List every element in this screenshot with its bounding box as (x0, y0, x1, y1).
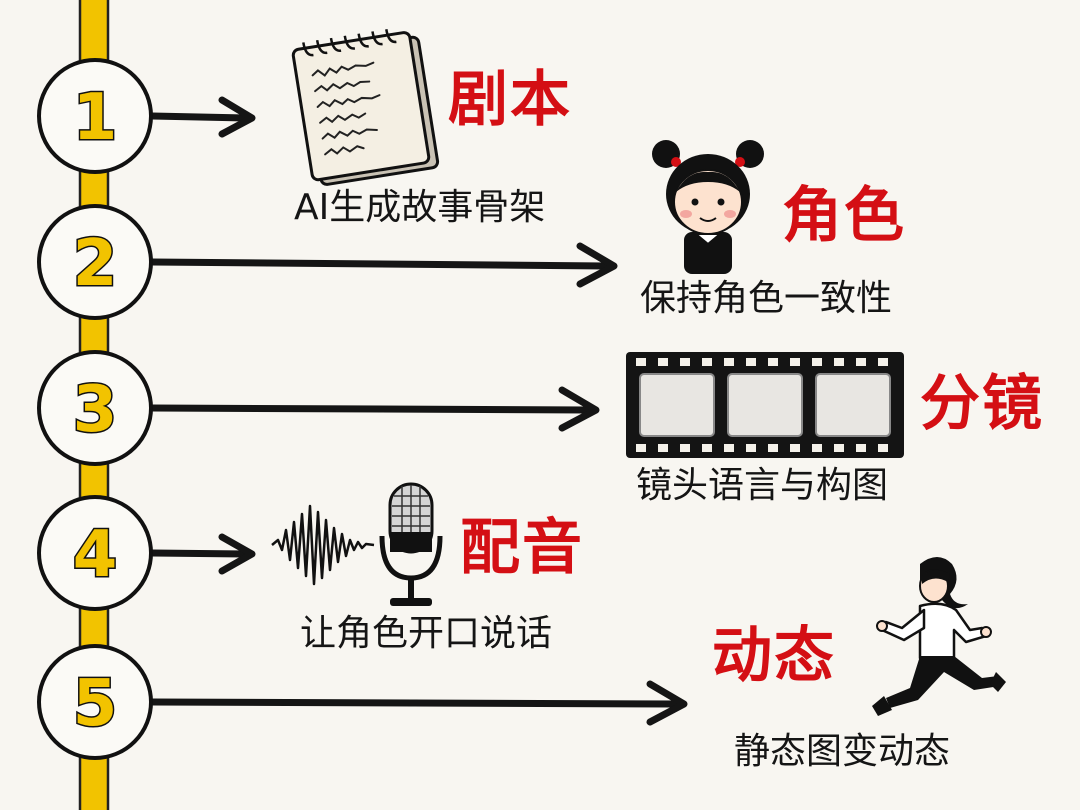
girl-character-icon (652, 140, 764, 274)
step-2-circle: 2 (37, 204, 153, 320)
step-1-title: 剧本 (448, 65, 572, 135)
arrow-step-2 (148, 242, 618, 288)
sound-wave-icon (271, 504, 375, 586)
step-2-title: 角色 (782, 181, 906, 251)
step-5-circle: 5 (37, 644, 153, 760)
step-1-caption: AI生成故事骨架 (294, 187, 546, 228)
step-5-caption: 静态图变动态 (734, 731, 951, 772)
step-3-caption: 镜头语言与构图 (636, 465, 889, 506)
step-1-circle: 1 (37, 58, 153, 174)
notepad-icon (291, 29, 440, 186)
step-1-number: 1 (73, 81, 118, 155)
step-3-title: 分镜 (920, 369, 1044, 439)
step-4-circle: 4 (37, 495, 153, 611)
arrow-step-5 (148, 680, 688, 726)
arrow-step-4 (148, 533, 256, 575)
step-3-number: 3 (73, 373, 118, 447)
film-strip-icon (626, 352, 904, 458)
step-2-number: 2 (73, 227, 118, 301)
step-5-title: 动态 (712, 621, 836, 691)
running-person-icon (872, 557, 1006, 716)
step-2-caption: 保持角色一致性 (640, 278, 893, 319)
step-5-number: 5 (73, 667, 118, 741)
arrow-step-1 (148, 96, 256, 138)
step-3-circle: 3 (37, 350, 153, 466)
arrow-step-3 (148, 386, 600, 432)
step-4-title: 配音 (460, 513, 584, 583)
step-4-caption: 让角色开口说话 (300, 613, 553, 654)
microphone-icon (379, 482, 443, 606)
step-4-number: 4 (73, 518, 118, 592)
